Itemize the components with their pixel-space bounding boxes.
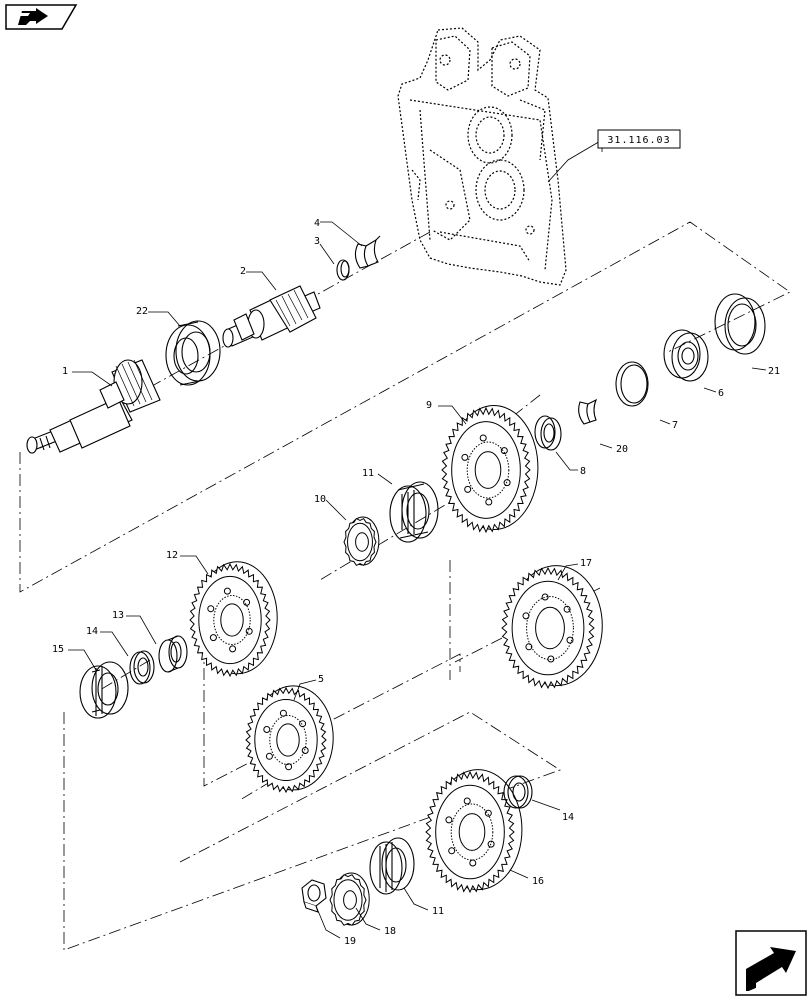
gear-rim bbox=[254, 698, 318, 782]
gear-bolt-hole bbox=[445, 816, 453, 824]
gear-bolt-hole bbox=[448, 847, 456, 855]
part-5-gear bbox=[245, 685, 334, 794]
part-19-nut bbox=[301, 879, 327, 913]
callout-8: 8 bbox=[580, 466, 586, 477]
callout-2: 2 bbox=[240, 266, 246, 277]
gear-spline-ring bbox=[526, 596, 574, 660]
gear-hub bbox=[220, 603, 244, 637]
gear-bolt-hole bbox=[209, 634, 217, 642]
gear-bolt-hole bbox=[229, 645, 237, 653]
callout-14-lower: 14 bbox=[562, 812, 574, 823]
gear-bolt-hole bbox=[463, 797, 471, 805]
part-12-gear bbox=[189, 561, 278, 678]
gear-hub bbox=[535, 606, 565, 650]
gear-bolt-hole bbox=[265, 752, 273, 760]
gear-bolt-hole bbox=[279, 709, 287, 717]
leader-lines bbox=[68, 139, 767, 939]
callout-14-upper: 14 bbox=[86, 626, 98, 637]
callout-21: 21 bbox=[768, 366, 780, 377]
arrow-left-sheet-icon bbox=[5, 4, 78, 30]
gear-spline-ring bbox=[466, 441, 510, 499]
gear-spline-ring bbox=[269, 715, 307, 765]
callout-16: 16 bbox=[532, 876, 544, 887]
part-17-gear bbox=[501, 565, 603, 690]
transmission-housing bbox=[397, 27, 567, 286]
gear-rim bbox=[198, 575, 262, 665]
callout-12: 12 bbox=[166, 550, 178, 561]
reference-box-label: 31.116.03 bbox=[607, 135, 670, 146]
gear-bolt-hole bbox=[263, 726, 271, 733]
gear-bolt-hole bbox=[223, 587, 231, 595]
part-11-needle-bearing-lower bbox=[369, 837, 415, 895]
part-14-thrust-washer-lower bbox=[503, 775, 533, 809]
next-page-button[interactable] bbox=[734, 929, 808, 997]
reference-box-31-116-03[interactable]: 31.116.03 bbox=[597, 129, 681, 149]
gears-group bbox=[189, 405, 603, 926]
gear-rim bbox=[435, 784, 505, 880]
callout-6: 6 bbox=[718, 388, 724, 399]
part-13-bushing bbox=[158, 635, 188, 673]
callout-22: 22 bbox=[136, 306, 148, 317]
callout-10: 10 bbox=[314, 494, 326, 505]
gear-bolt-hole bbox=[207, 605, 215, 613]
gear-spline-ring bbox=[213, 595, 251, 645]
callout-11-upper: 11 bbox=[362, 468, 374, 479]
callout-7: 7 bbox=[672, 420, 678, 431]
part-16-gear bbox=[425, 769, 523, 894]
gear-bolt-hole bbox=[285, 763, 293, 771]
part-9-gear bbox=[441, 405, 539, 534]
callout-labels: 1 2 3 4 5 6 7 8 9 10 11 11 12 13 14 14 1… bbox=[52, 218, 780, 947]
gear-bolt-hole bbox=[469, 859, 477, 867]
part-11-needle-bearing-upper bbox=[389, 481, 439, 543]
part-1-input-shaft bbox=[26, 359, 161, 454]
shaft-1-splines bbox=[115, 359, 153, 407]
part-8-spacer bbox=[534, 415, 562, 451]
gear-hub bbox=[276, 723, 300, 757]
previous-page-button[interactable] bbox=[4, 3, 78, 31]
gear-bolt-hole bbox=[464, 485, 472, 493]
part-2-splined-shaft bbox=[222, 285, 321, 348]
callout-17: 17 bbox=[580, 558, 592, 569]
gear-bolt-hole bbox=[541, 593, 549, 601]
callout-18: 18 bbox=[384, 926, 396, 937]
arrow-right-sheet-icon bbox=[735, 930, 807, 996]
part-15-bearing bbox=[79, 661, 129, 719]
callout-3: 3 bbox=[314, 236, 320, 247]
gear-rim bbox=[347, 522, 373, 562]
part-18-gear bbox=[329, 872, 370, 926]
part-4-retaining-clip bbox=[354, 235, 381, 269]
callout-9: 9 bbox=[426, 400, 432, 411]
callout-13: 13 bbox=[112, 610, 124, 621]
callout-1: 1 bbox=[62, 366, 68, 377]
gear-bolt-hole bbox=[461, 453, 469, 461]
part-20-retaining-clip bbox=[578, 398, 598, 425]
gear-hub bbox=[355, 532, 369, 552]
callout-19: 19 bbox=[344, 936, 356, 947]
gear-hub bbox=[458, 813, 486, 851]
gear-bolt-hole bbox=[485, 498, 493, 506]
gear-hub bbox=[343, 890, 357, 910]
part-6-bearing bbox=[663, 329, 709, 382]
callout-4: 4 bbox=[314, 218, 320, 229]
gear-hub bbox=[474, 451, 502, 489]
callout-15: 15 bbox=[52, 644, 64, 655]
gear-bolt-hole bbox=[243, 598, 251, 606]
gear-bolt-hole bbox=[479, 434, 487, 442]
gear-bolt-hole bbox=[563, 605, 571, 613]
part-14-thrust-washer-upper bbox=[129, 650, 155, 685]
part-21-bearing-cup bbox=[714, 293, 766, 355]
gear-bolt-hole bbox=[525, 643, 533, 651]
callout-20: 20 bbox=[616, 444, 628, 455]
callout-5: 5 bbox=[318, 674, 324, 685]
gear-rim bbox=[451, 421, 521, 519]
part-3-snap-ring bbox=[336, 259, 350, 281]
gear-rim bbox=[333, 879, 363, 921]
gear-spline-ring bbox=[450, 803, 494, 861]
part-22-bearing bbox=[165, 320, 221, 386]
callout-11-lower: 11 bbox=[432, 906, 444, 917]
gear-rim bbox=[511, 580, 585, 676]
part-10-gear bbox=[343, 516, 380, 567]
part-7-snap-ring bbox=[615, 361, 649, 407]
